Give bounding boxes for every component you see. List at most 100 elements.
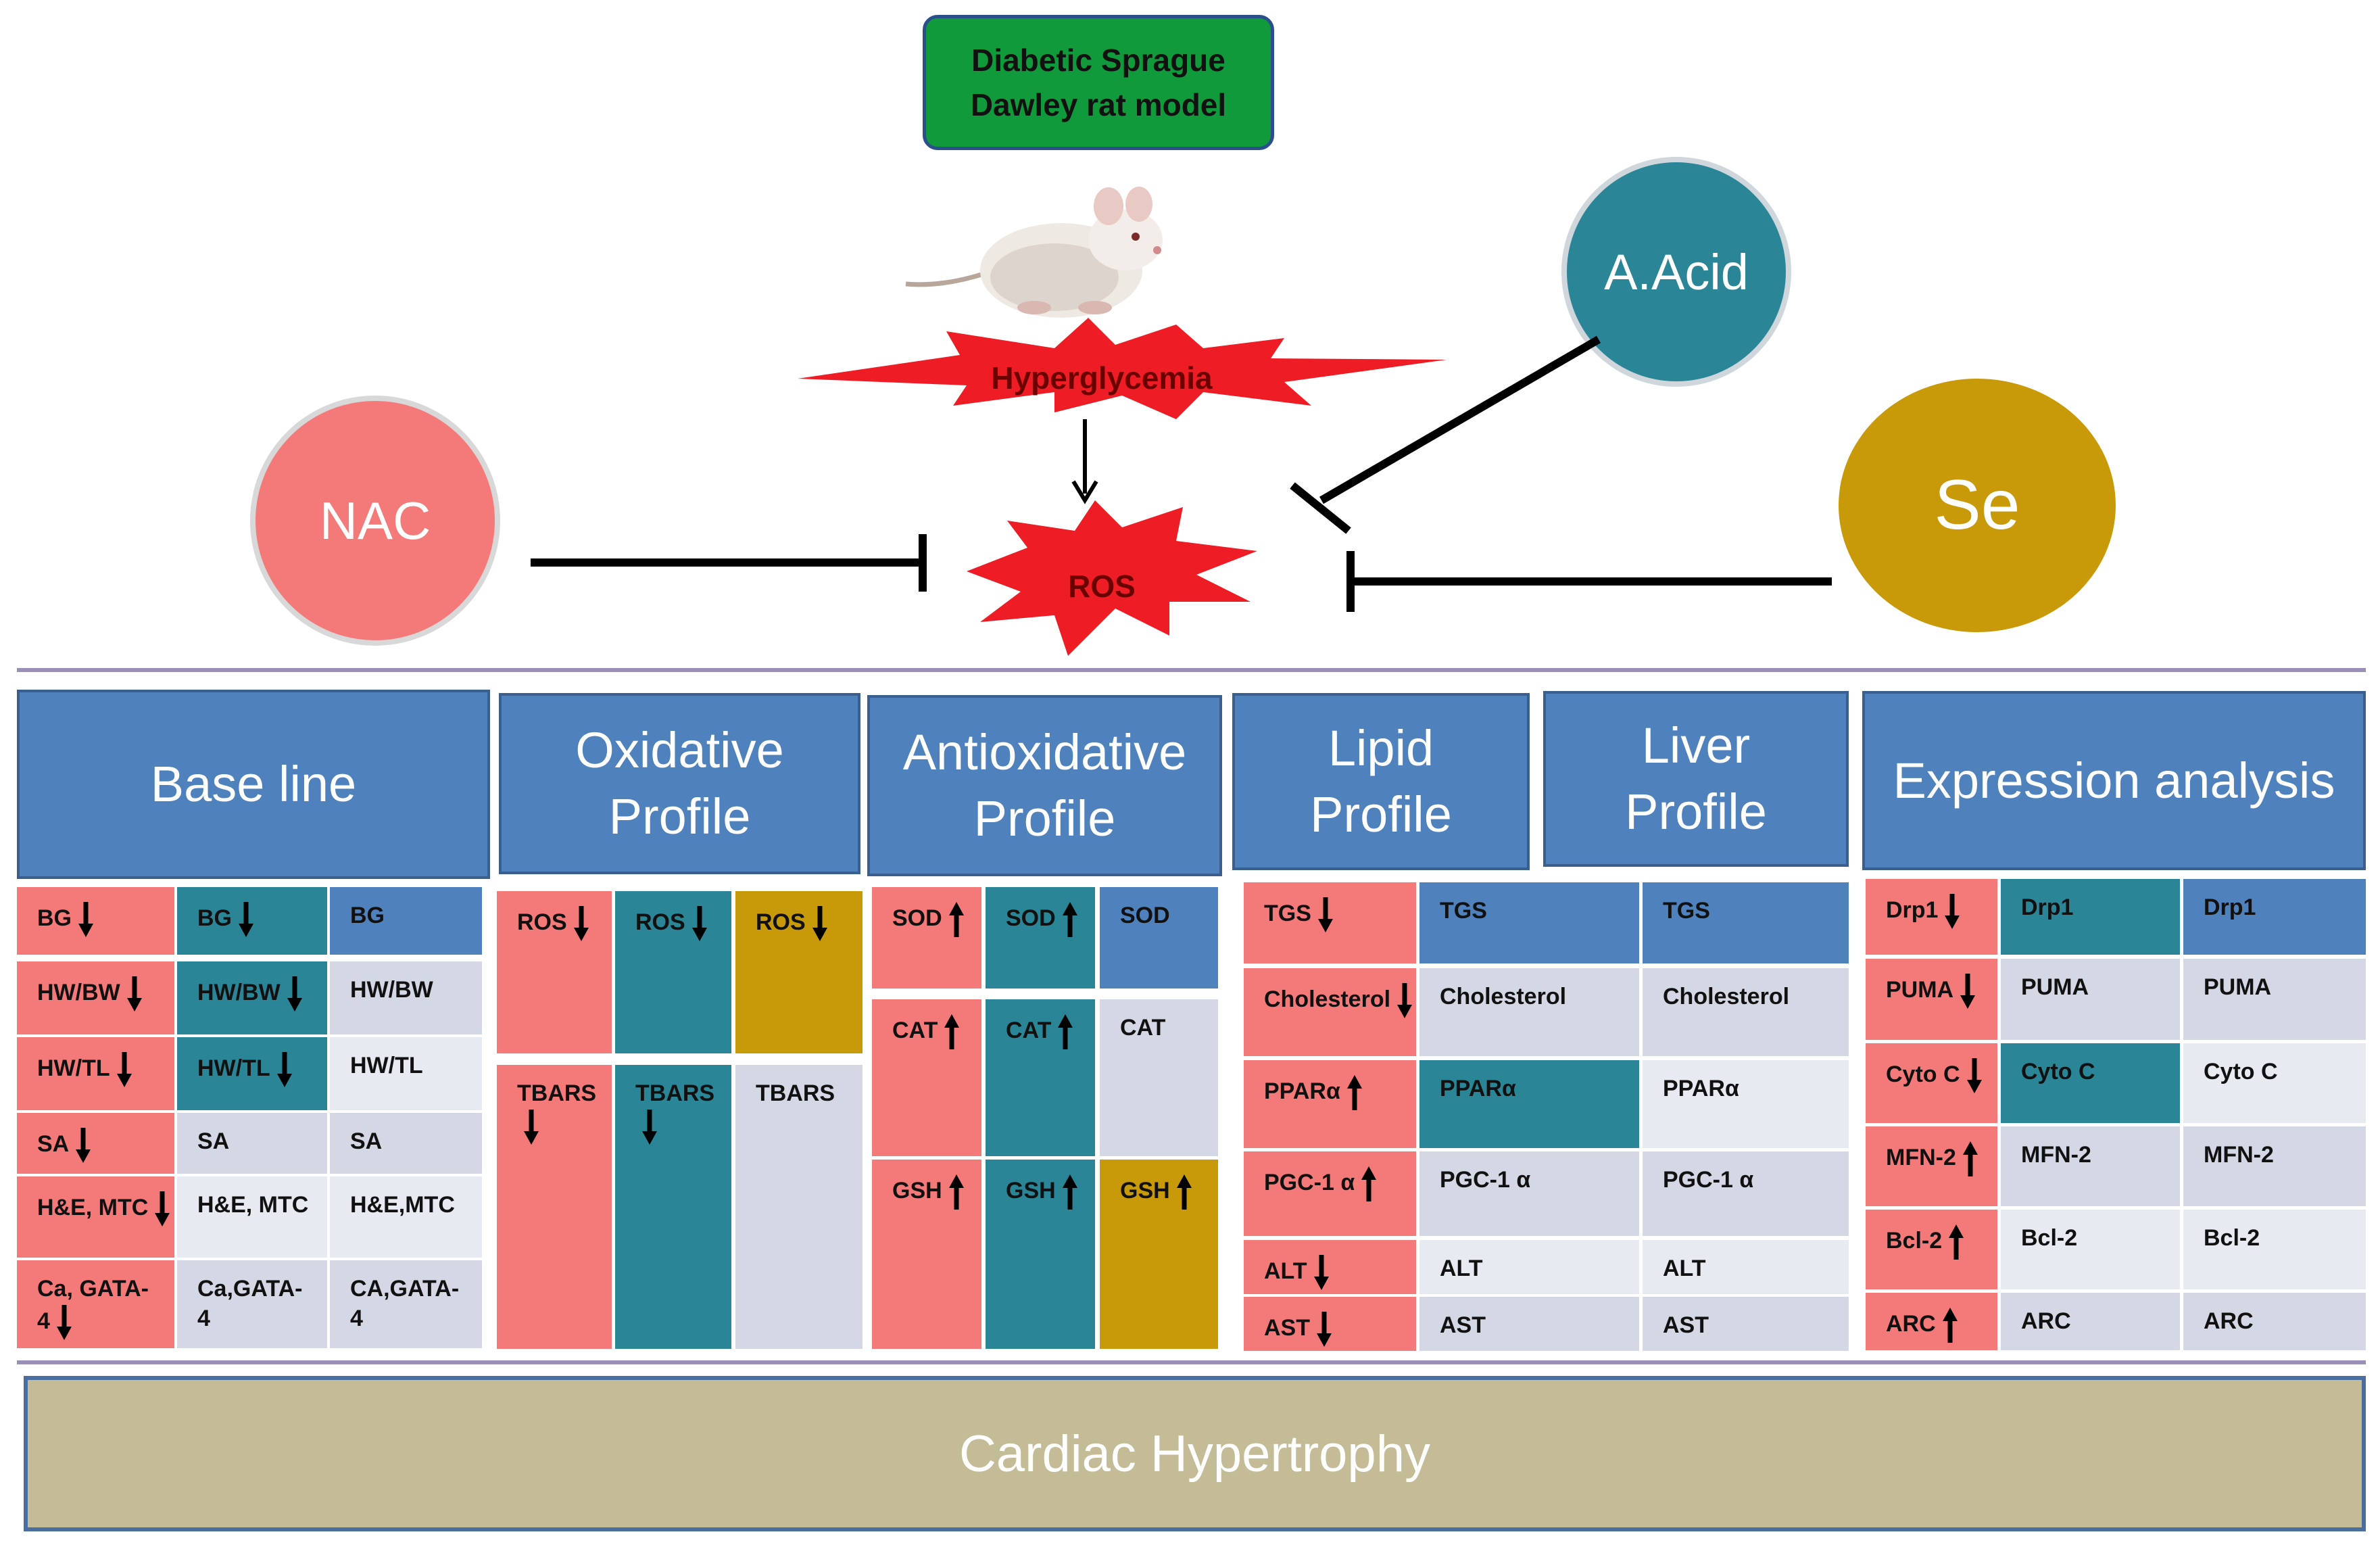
nac-circle: NAC <box>250 396 500 646</box>
ao-cell: SOD <box>1100 887 1218 988</box>
header-liver: Liver Profile <box>1543 691 1849 867</box>
divider-bottom <box>17 1360 2366 1364</box>
nac-label: NAC <box>319 490 431 550</box>
arrow-up-icon <box>1949 1224 1964 1260</box>
header-lipid: Lipid Profile <box>1232 693 1530 870</box>
se-circle: Se <box>1839 379 2116 632</box>
arrow-up-icon <box>1058 1014 1073 1049</box>
arrow-down-icon <box>1313 1255 1329 1290</box>
header-antioxidative: Antioxidative Profile <box>867 695 1222 876</box>
bl-cell: HW/BW <box>17 961 174 1034</box>
bl-cell: SA <box>330 1113 482 1174</box>
lp-cell: PGC-1 α <box>1643 1151 1849 1236</box>
arrow-down-icon <box>573 906 589 941</box>
arrow-down-icon <box>524 1110 539 1145</box>
ex-cell: MFN-2 <box>2001 1126 2180 1206</box>
arrow-down-icon <box>642 1110 657 1145</box>
arrow-down-icon <box>155 1191 170 1226</box>
bl-cell: H&E, MTC <box>17 1176 174 1258</box>
ex-cell: Cyto C <box>2183 1043 2366 1123</box>
bl-cell: H&E, MTC <box>177 1176 327 1258</box>
arrow-down-icon <box>1945 894 1960 929</box>
ox-cell: TBARS <box>735 1065 863 1349</box>
lp-cell: ALT <box>1643 1240 1849 1294</box>
lp-cell: PPARα <box>1419 1060 1639 1148</box>
bl-cell: H&E,MTC <box>330 1176 482 1258</box>
ex-cell: Cyto C <box>2001 1043 2180 1123</box>
bl-cell: SA <box>177 1113 327 1174</box>
aacid-circle: A.Acid <box>1561 157 1791 387</box>
ros-burst <box>967 500 1257 656</box>
arrow-down-icon <box>1317 1312 1332 1347</box>
arrow-down-icon <box>287 976 302 1011</box>
bl-cell: SA <box>17 1113 174 1174</box>
bl-cell: CA,GATA- 4 <box>330 1260 482 1348</box>
ex-cell: Bcl-2 <box>2001 1210 2180 1289</box>
bl-cell: BG <box>17 887 174 955</box>
model-label-box: Diabetic Sprague Dawley rat model <box>923 15 1274 150</box>
ex-cell: PUMA <box>2001 959 2180 1040</box>
bl-cell: Ca, GATA- 4 <box>17 1260 174 1348</box>
hyperglycemia-label: Hyperglycemia <box>991 360 1213 396</box>
arrow-down-icon <box>1960 974 1976 1009</box>
lp-cell: Cholesterol <box>1643 968 1849 1056</box>
arrow-up-icon <box>1062 1174 1077 1210</box>
ex-cell: Bcl-2 <box>1866 1210 1997 1289</box>
ex-cell: PUMA <box>1866 959 1997 1040</box>
arrow-down-icon <box>812 906 827 941</box>
lp-cell: Cholesterol <box>1419 968 1639 1056</box>
ox-cell: ROS <box>735 891 863 1053</box>
lp-cell: Cholesterol <box>1244 968 1416 1056</box>
lp-cell: TGS <box>1643 882 1849 963</box>
outcome-label: Cardiac Hypertrophy <box>959 1425 1430 1483</box>
header-baseline: Base line <box>17 690 490 879</box>
arrow-down-icon <box>116 1052 132 1087</box>
arrow-down-icon <box>1317 897 1333 932</box>
header-expression: Expression analysis <box>1862 691 2366 870</box>
ao-cell: CAT <box>872 999 981 1156</box>
outcome-box: Cardiac Hypertrophy <box>24 1376 2366 1531</box>
bl-cell: HW/TL <box>17 1037 174 1110</box>
lp-cell: TGS <box>1419 882 1639 963</box>
arrow-up-icon <box>1962 1141 1978 1176</box>
ox-cell: ROS <box>497 891 612 1053</box>
arrow-down-icon <box>78 902 93 937</box>
ex-cell: Drp1 <box>2001 879 2180 955</box>
se-label: Se <box>1934 466 2020 544</box>
bl-cell: HW/TL <box>330 1037 482 1110</box>
arrow-up-icon <box>1942 1308 1958 1343</box>
ex-cell: Bcl-2 <box>2183 1210 2366 1289</box>
arrow-up-icon <box>1176 1174 1192 1210</box>
ex-cell: MFN-2 <box>1866 1126 1997 1206</box>
ex-cell: PUMA <box>2183 959 2366 1040</box>
arrow-up-icon <box>1361 1166 1377 1201</box>
bl-cell: HW/BW <box>177 961 327 1034</box>
ros-label: ROS <box>1068 569 1136 604</box>
lp-cell: PPARα <box>1643 1060 1849 1148</box>
ex-cell: ARC <box>1866 1293 1997 1350</box>
ox-cell: ROS <box>615 891 731 1053</box>
ex-cell: ARC <box>2183 1293 2366 1350</box>
ox-cell: TBARS <box>615 1065 731 1349</box>
arrow-down-icon <box>1397 983 1413 1018</box>
lp-cell: PGC-1 α <box>1244 1151 1416 1236</box>
ao-cell: GSH <box>1100 1160 1218 1349</box>
arrow-down-icon <box>76 1128 91 1163</box>
lp-cell: PGC-1 α <box>1419 1151 1639 1236</box>
arrow-down-icon <box>691 906 707 941</box>
arrow-up-icon <box>1062 902 1077 937</box>
lp-cell: ALT <box>1244 1240 1416 1294</box>
arrow-up-icon <box>1346 1075 1362 1110</box>
arrow-up-icon <box>944 1014 960 1049</box>
bl-cell: HW/BW <box>330 961 482 1034</box>
ao-cell: GSH <box>872 1160 981 1349</box>
ao-cell: CAT <box>1100 999 1218 1156</box>
ex-cell: MFN-2 <box>2183 1126 2366 1206</box>
aacid-label: A.Acid <box>1604 243 1749 300</box>
bl-cell: HW/TL <box>177 1037 327 1110</box>
arrow-down-icon <box>56 1305 72 1340</box>
ao-cell: GSH <box>986 1160 1095 1349</box>
divider-top <box>17 668 2366 672</box>
lp-cell: TGS <box>1244 882 1416 963</box>
arrow-down-icon <box>126 976 142 1011</box>
